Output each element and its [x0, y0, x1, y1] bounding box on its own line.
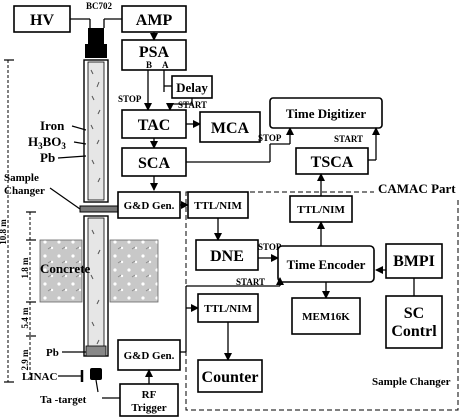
time-digitizer-box — [269, 97, 383, 129]
pb-pointer — [57, 155, 87, 159]
psa-box — [121, 39, 187, 71]
camac-label: CAMAC Part — [378, 181, 456, 196]
ttl-nim-2-label: TTL/NIM — [297, 204, 345, 216]
sc-control-label-1: SC — [404, 305, 424, 322]
sc-control-box — [385, 295, 443, 349]
encoder-start-label: START — [236, 277, 265, 287]
pb-lower-block — [85, 345, 107, 357]
encoder-stop-label: STOP — [258, 242, 282, 252]
mem16k-box — [291, 297, 361, 335]
h3bo3-label: H3BO3 — [28, 134, 66, 151]
pb-upper-label: Pb — [40, 150, 55, 165]
camac-region — [185, 191, 459, 411]
mca-label: MCA — [211, 120, 250, 137]
psa-label: PSA — [139, 44, 170, 61]
ttl-nim-3-label: TTL/NIM — [204, 303, 252, 315]
ta-target-label: Ta -target — [40, 394, 87, 406]
mem16k-label: MEM16K — [302, 311, 350, 323]
digitizer-stop-label: STOP — [258, 133, 282, 143]
dim-lower-label: 2.9 m — [20, 349, 30, 371]
time-digitizer-label: Time Digitizer — [286, 106, 366, 121]
tac-start-label: START — [178, 100, 207, 110]
h3bo3-sub-b: 3 — [61, 141, 66, 151]
tsca-label: TSCA — [311, 154, 354, 171]
iron-label: Iron — [40, 118, 65, 133]
mca-box — [199, 111, 261, 143]
linac-label: LINAC — [22, 371, 58, 383]
counter-box — [197, 359, 263, 393]
bc702-label: BC702 — [86, 1, 113, 11]
h3bo3-bo: BO — [43, 134, 62, 149]
hv-label: HV — [30, 12, 54, 29]
h3bo3-sub-a: 3 — [38, 141, 43, 151]
concrete-left — [39, 239, 83, 303]
dim-upper-label: 1.8 m — [20, 257, 30, 279]
dim-middle-label: 5.4 m — [20, 307, 30, 329]
tac-box — [121, 109, 187, 139]
dim-total-label: 10.8 m — [0, 219, 8, 245]
sample-changer-pointer — [49, 187, 81, 210]
gd-gen-lower-box — [117, 339, 181, 371]
ta-target-pointer — [95, 379, 99, 393]
iron-pointer — [71, 125, 87, 131]
bmpi-label: BMPI — [393, 253, 435, 270]
delay-label: Delay — [176, 80, 208, 95]
tac-label: TAC — [138, 117, 171, 134]
rf-trigger-label-1: RF — [142, 389, 157, 401]
dimension-markers: 10.8 m 1.8 m 5.4 m 2.9 m — [0, 59, 36, 383]
ta-target-block — [90, 368, 102, 380]
gd-gen-upper-label: G&D Gen. — [124, 200, 175, 212]
psa-a-label: A — [162, 60, 169, 70]
pb-lower-label: Pb — [46, 347, 59, 359]
psa-b-label: B — [146, 60, 152, 70]
concrete-label: Concrete — [40, 261, 91, 276]
time-encoder-label: Time Encoder — [287, 257, 366, 272]
rf-trigger-box — [119, 383, 179, 417]
apparatus: HV BC702 Iron H3BO3 Pb Sample Changer — [0, 1, 159, 406]
h3bo3-h: H — [28, 134, 38, 149]
ttl-nim-1-label: TTL/NIM — [194, 200, 242, 212]
camac-label-bg — [374, 180, 466, 198]
h3bo3-pointer — [73, 141, 87, 145]
ttl-nim-3-box — [197, 293, 259, 323]
dne-label: DNE — [210, 248, 244, 265]
rf-trigger-label-2: Trigger — [131, 402, 166, 414]
ttl-nim-1-box — [187, 191, 249, 219]
digitizer-start-label: START — [334, 134, 363, 144]
dne-box — [195, 239, 259, 271]
concrete-right — [109, 239, 159, 303]
flight-tube-lower — [83, 215, 109, 357]
detector-crystal — [85, 44, 107, 58]
detector-pmt — [88, 28, 104, 44]
amp-label: AMP — [136, 12, 173, 29]
hv-box — [13, 5, 71, 33]
amp-box — [121, 5, 187, 33]
gd-gen-lower-label: G&D Gen. — [124, 350, 175, 362]
sca-label: SCA — [138, 155, 170, 172]
sample-changer-label-2: Changer — [4, 185, 45, 197]
gd-gen-upper-box — [117, 191, 181, 219]
sample-changer-bar — [79, 205, 119, 213]
tac-stop-label: STOP — [118, 94, 142, 104]
sc-control-label-2: Contrl — [391, 323, 437, 340]
counter-label: Counter — [202, 369, 259, 386]
flight-tube-upper — [83, 59, 109, 203]
sample-changer-caption: Sample Changer — [372, 376, 451, 388]
tsca-box — [295, 147, 369, 175]
sample-changer-label-1: Sample — [4, 172, 39, 184]
